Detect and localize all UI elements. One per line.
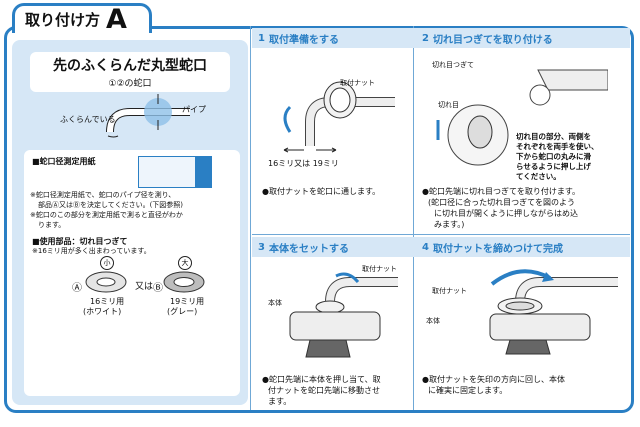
step-4-caption-1: ●取付ナットを矢印の方向に回し、本体 [422,375,565,384]
step-1-illustration [283,81,395,153]
part-a-size: 16ミリ用 [90,297,125,306]
gauge-note-2: 部品Ⓐ又はⒷを決定してください。(下図参照) [38,201,184,209]
step-3-caption-1: ●蛇口先端に本体を押し当て、取 [262,375,381,384]
step-1-label-size: 16ミリ又は 19ミリ [268,159,339,168]
step-2-label-joint: 切れ目つぎて [432,61,474,69]
step-1-number: 1 [258,32,265,44]
gauge-note-3: ※蛇口のこの部分を測定用紙で測ると直径がわか [30,211,183,219]
info-box [24,150,240,396]
step-2-caption-4: みます。) [434,220,465,229]
label-bulge: ふくらんでいる [60,115,116,124]
step-4-caption-2: に確実に固定します。 [428,386,508,395]
part-or: 又は [135,282,154,292]
step-4-number: 4 [422,241,429,253]
step-2-side-2: それぞれを両手を使い、 [516,142,599,151]
step-1-header: 1 取付準備をする [252,28,438,48]
step-4-title: 取付ナットを締めつけて完成 [432,243,563,255]
step-4-label-body: 本体 [426,317,440,325]
grid-divider-left [250,26,251,410]
step-2-caption-2: (蛇口径に合った切れ目つぎてを図のよう [428,198,575,207]
part-b-ring-icon [163,271,205,293]
step-3-header: 3 本体をセットする [252,237,438,257]
grid-divider-horizontal [252,234,630,235]
step-3-illustration [289,272,398,358]
step-2-side-5: てください。 [516,172,561,181]
step-4: 4 取付ナットを締めつけて完成 [416,237,630,427]
part-a-ring-icon [85,271,127,293]
faucet-type-title: 先のふくらんだ丸型蛇口 ①②の蛇口 [30,52,230,92]
step-2-caption-1: ●蛇口先端に切れ目つぎてを取り付けます。 [422,187,581,196]
faucet-type-sub: ①②の蛇口 [108,79,152,89]
step-2-illustration [436,69,608,166]
part-a-mark: 小 [100,256,114,270]
step-2-caption-3: に切れ目が開くように押しながらはめ込 [434,209,578,218]
part-b-size: 19ミリ用 [170,297,205,306]
step-2-number: 2 [422,32,429,44]
step-4-illustration [489,269,618,355]
step-3-caption-3: ます。 [268,397,292,406]
step-1-label-nut: 取付ナット [340,79,375,87]
step-3-label-nut: 取付ナット [362,265,397,273]
faucet-type-main: 先のふくらんだ丸型蛇口 [53,58,207,74]
step-3-number: 3 [258,241,265,253]
step-4-label-nut: 取付ナット [432,287,467,295]
step-2-side-4: らせるように押し上げ [516,162,591,171]
parts-heading: ■使用部品：切れ目つぎて [32,237,128,246]
step-1-caption: ●取付ナットを蛇口に通します。 [262,187,381,196]
step-2-side-3: 下から蛇口の丸みに滑 [516,152,591,161]
step-4-header: 4 取付ナットを締めつけて完成 [416,237,630,257]
part-a-letter: Ⓐ [72,283,82,294]
step-1-title: 取付準備をする [268,34,339,46]
step-2-side-1: 切れ目の部分、両側を [516,132,591,141]
gauge-note-1: ※蛇口径測定用紙で、蛇口のパイプ径を測り、 [30,191,176,199]
step-2-title: 切れ目つぎてを取り付ける [432,34,553,46]
part-b-color: (グレー) [167,307,198,316]
step-2: 2 切れ目つぎてを取り付ける [416,28,630,218]
part-a-color: (ホワイト) [83,307,122,316]
step-3-label-body: 本体 [268,299,282,307]
step-2-label-slit: 切れ目 [438,101,459,109]
main-frame [4,26,634,413]
part-b-mark: 大 [178,256,192,270]
grid-divider-middle [413,26,414,410]
label-pipe: パイプ [182,105,206,114]
step-3-title: 本体をセットする [268,243,349,255]
part-b-letter: Ⓑ [153,283,163,294]
gauge-card-stripe [195,156,211,188]
faucet-diagram [106,94,190,138]
header-tab: 取り付け方 A [12,3,152,33]
parts-note: ※16ミリ用が多く出まわっています。 [32,247,151,255]
header-title: 取り付け方 [25,11,101,29]
step-1: 1 取付準備をする [252,28,438,218]
step-3-caption-2: 付ナットを蛇口先端に移動させ [268,386,380,395]
header-letter: A [106,4,127,35]
gauge-heading: ■蛇口径測定用紙 [32,157,96,166]
gauge-note-4: ります。 [38,221,66,229]
step-2-header: 2 切れ目つぎてを取り付ける [416,28,630,48]
step-3: 3 本体をセットする [252,237,438,427]
